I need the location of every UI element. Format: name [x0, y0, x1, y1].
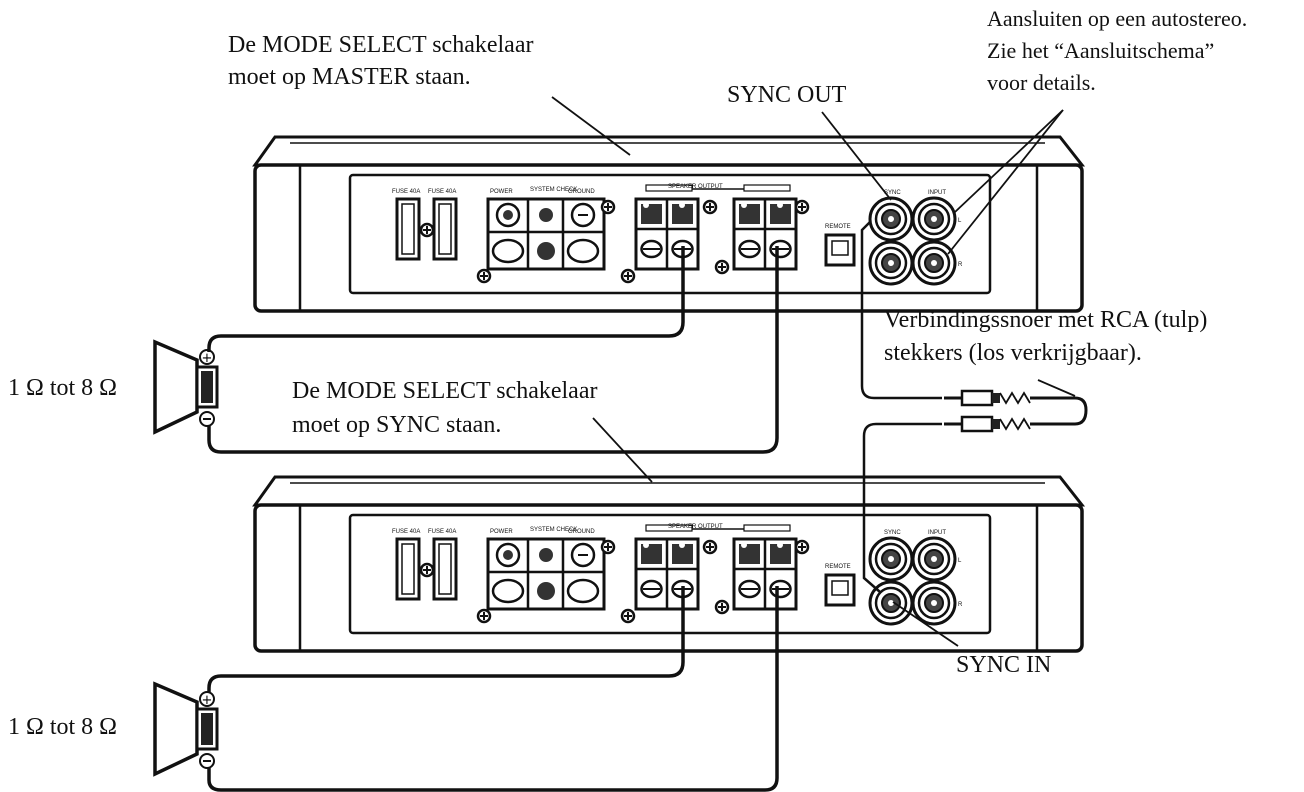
speaker-output-label: SPEAKER OUTPUT [668, 184, 723, 190]
jack-r-label: R [958, 262, 963, 268]
master-amplifier [255, 137, 1082, 311]
sync-out-label: SYNC OUT [727, 82, 847, 108]
system-check-label: SYSTEM CHECK [530, 527, 577, 533]
head-unit-line2: Zie het “Aansluitschema” [987, 38, 1215, 63]
speaker-bottom: + [153, 681, 219, 777]
leader-master-note [551, 96, 631, 156]
power-label: POWER [490, 529, 513, 535]
leader-lines [551, 96, 1076, 647]
svg-text:+: + [202, 351, 213, 366]
rca-cable-line1: Verbindingssnoer met RCA (tulp) [884, 307, 1208, 333]
head-unit-line3: voor details. [987, 70, 1096, 95]
sync-label: SYNC [884, 190, 901, 196]
input-label: INPUT [928, 530, 946, 536]
jack-l-label: L [958, 558, 962, 564]
rca-plug-bottom [944, 415, 1031, 433]
leader-head-unit-r [947, 109, 1064, 255]
svg-text:+: + [202, 693, 213, 708]
rca-sync-cable [860, 221, 1088, 593]
sync-label: SYNC [884, 530, 901, 536]
speaker-wires-top [207, 246, 779, 454]
speaker-top: + [153, 339, 219, 435]
master-note-line1: De MODE SELECT schakelaar [228, 32, 534, 58]
fuse-left-label: FUSE 40A [392, 189, 420, 195]
leader-rca [1037, 379, 1076, 397]
sync-amplifier [255, 477, 1082, 651]
rca-cable-line2: stekkers (los verkrijgbaar). [884, 340, 1142, 366]
jack-l-label: L [958, 218, 962, 224]
power-label: POWER [490, 189, 513, 195]
fuse-left-label: FUSE 40A [392, 529, 420, 535]
rca-plug-top [944, 389, 1031, 407]
remote-label: REMOTE [825, 564, 851, 570]
sync-note-line1: De MODE SELECT schakelaar [292, 378, 598, 404]
fuse-right-label: FUSE 40A [428, 529, 456, 535]
remote-label: REMOTE [825, 224, 851, 230]
leader-sync-in [892, 601, 959, 647]
ground-label: GROUND [568, 529, 595, 535]
ground-label: GROUND [568, 189, 595, 195]
leader-head-unit-l [954, 109, 1064, 213]
leader-sync-out [821, 111, 892, 201]
speaker-bottom-impedance: 1 Ω tot 8 Ω [8, 714, 118, 740]
jack-r-label: R [958, 602, 963, 608]
head-unit-line1: Aansluiten op een autostereo. [987, 6, 1248, 31]
input-label: INPUT [928, 190, 946, 196]
sync-in-label: SYNC IN [956, 652, 1052, 678]
leader-sync-note [592, 417, 653, 483]
master-note-line2: moet op MASTER staan. [228, 64, 471, 90]
speaker-top-impedance: 1 Ω tot 8 Ω [8, 375, 118, 401]
speaker-wires-bottom [207, 586, 779, 792]
system-check-label: SYSTEM CHECK [530, 187, 577, 193]
sync-note-line2: moet op SYNC staan. [292, 412, 502, 438]
speaker-output-label: SPEAKER OUTPUT [668, 524, 723, 530]
fuse-right-label: FUSE 40A [428, 189, 456, 195]
